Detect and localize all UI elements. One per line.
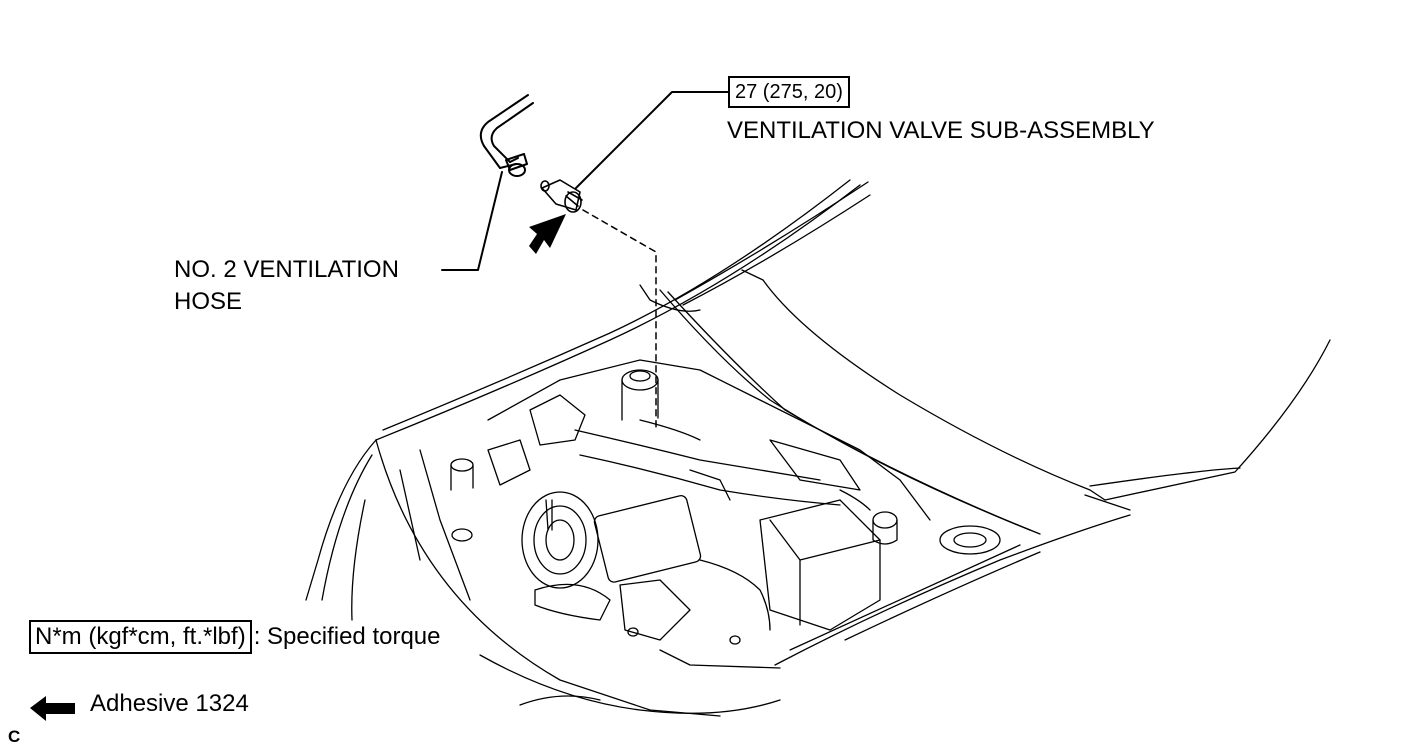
hose-label-line-1: NO. 2 VENTILATION [174, 256, 399, 283]
hose-label-line-2: HOSE [174, 288, 243, 315]
torque-legend: N*m (kgf*cm, ft.*lbf): Specified torque [29, 620, 441, 654]
ventilation-hose-label: NO. 2 VENTILATION HOSE [174, 254, 399, 318]
ventilation-valve-label: VENTILATION VALVE SUB-ASSEMBLY [727, 117, 1155, 144]
adhesive-arrow-icon [30, 696, 75, 721]
figure-code: C [8, 727, 21, 746]
car-body-outline [305, 439, 1131, 717]
ventilation-valve-drawing [540, 179, 583, 213]
adhesive-legend-label: Adhesive 1324 [90, 690, 249, 717]
installation-dashed-line [582, 209, 657, 431]
apply-arrow-icon [529, 214, 566, 254]
torque-legend-description: : Specified torque [253, 623, 441, 650]
ventilation-hose-drawing [479, 94, 534, 177]
torque-value-callout: 27 (275, 20) [728, 76, 850, 108]
torque-legend-units: N*m (kgf*cm, ft.*lbf) [29, 620, 252, 654]
engine-components [399, 359, 1001, 645]
leader-lines [441, 91, 729, 271]
hood-outline [375, 179, 1331, 535]
